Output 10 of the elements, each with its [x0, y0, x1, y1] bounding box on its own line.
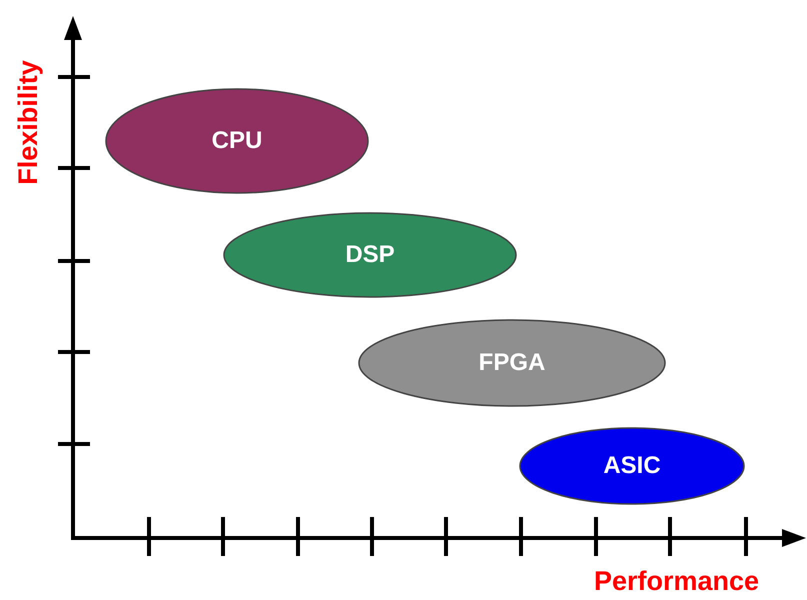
ellipse-node [223, 212, 517, 298]
ellipse-node [519, 427, 745, 505]
y-axis-title: Flexibility [12, 60, 44, 184]
node-label: FPGA [478, 349, 546, 377]
node-label: ASIC [603, 452, 661, 480]
node-label: DSP [345, 241, 395, 269]
ellipse-node [105, 88, 369, 194]
x-axis-title: Performance [594, 566, 760, 597]
node-label: CPU [212, 127, 262, 155]
ellipse-node [358, 319, 666, 407]
